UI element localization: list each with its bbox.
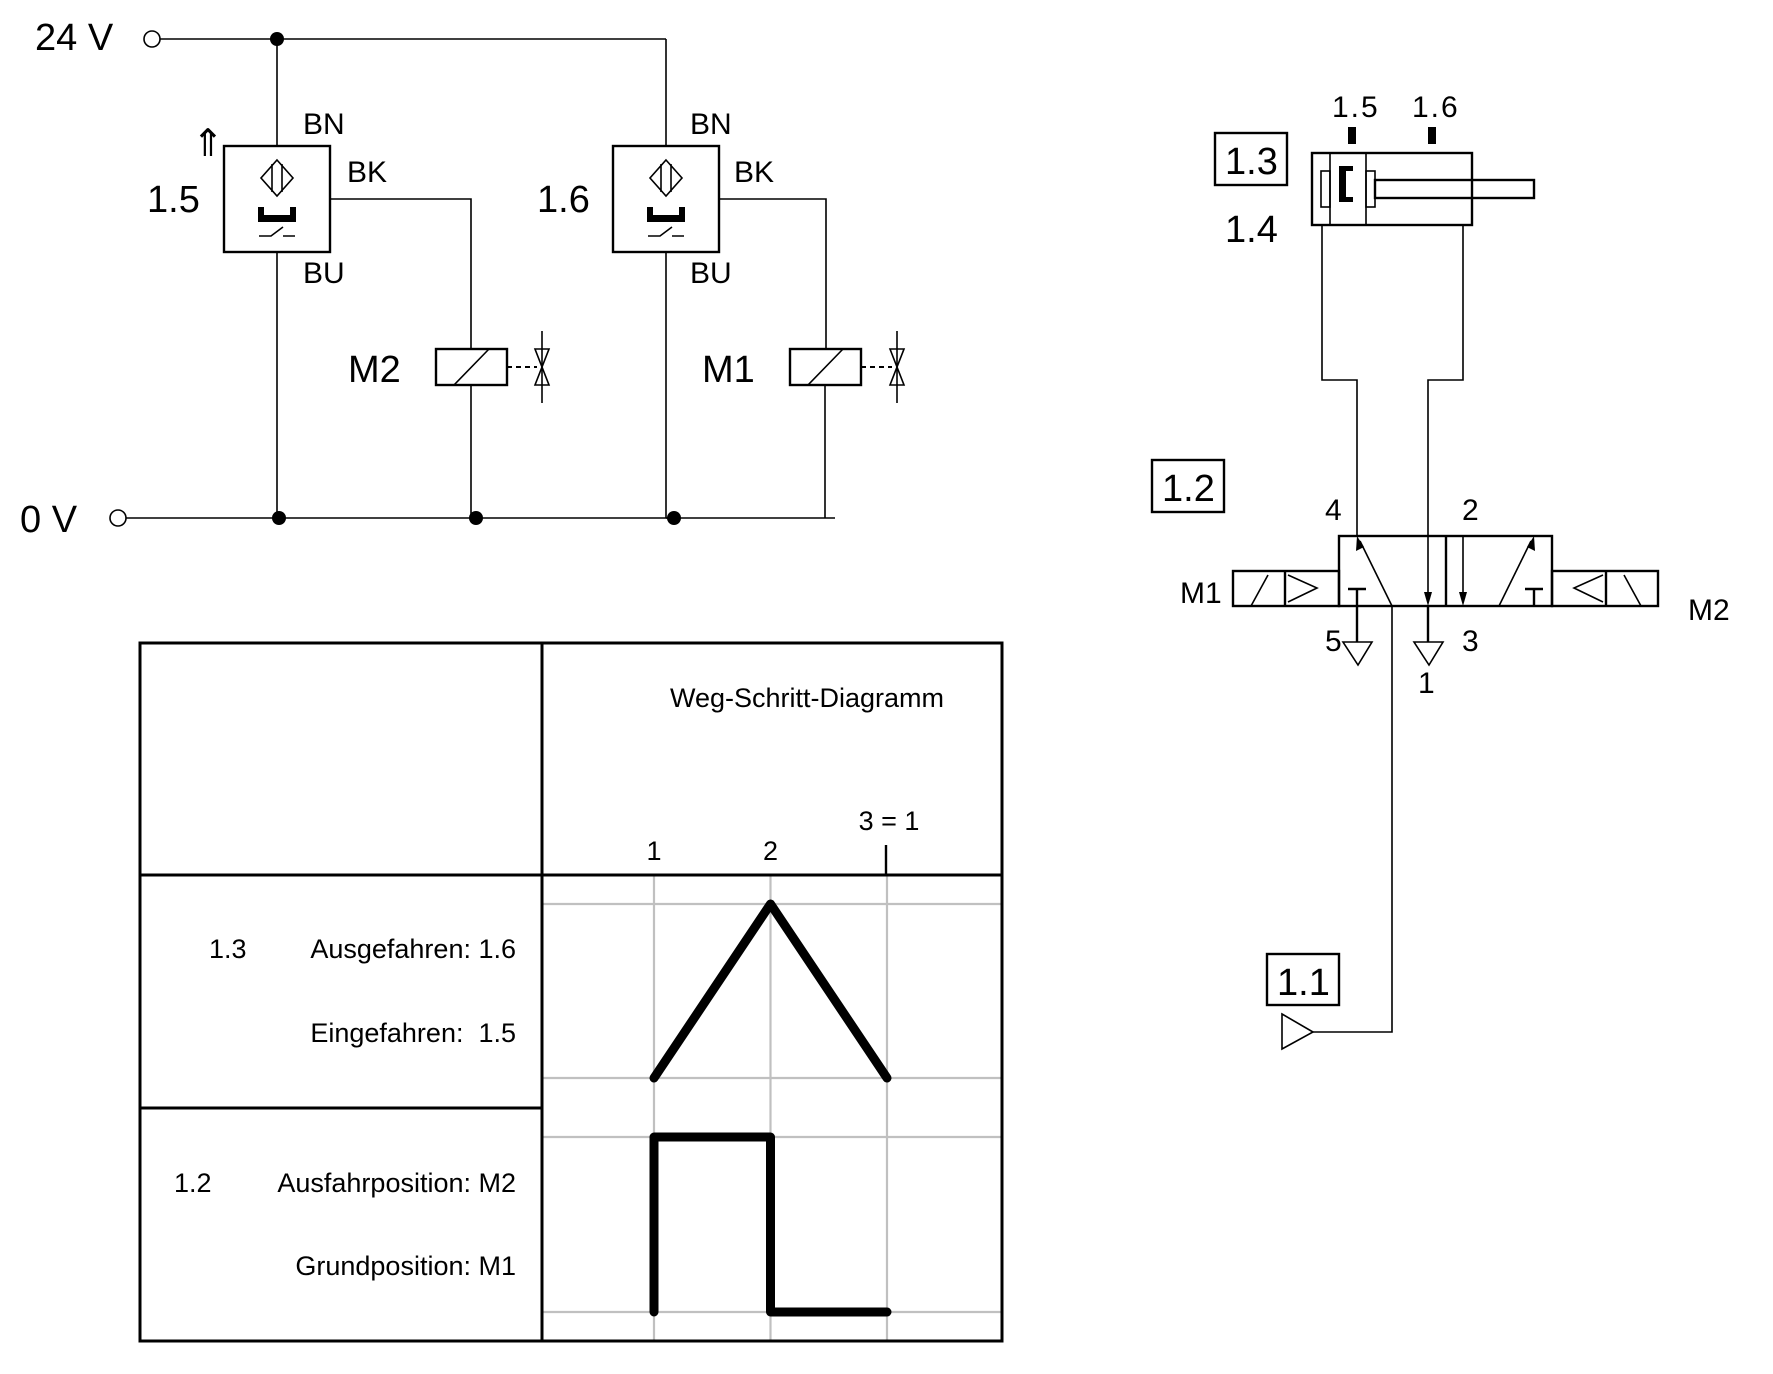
row-component-id: 1.3 [209,934,247,964]
arrow-head-icon [1527,536,1535,551]
cylinder-id-label: 1.3 [1225,141,1278,183]
port-label-1: 1 [1418,667,1435,700]
valve-symbol-icon [888,331,906,403]
solenoid-right-label: M2 [1688,594,1730,627]
cylinder-1-3[interactable]: 1.3 1.4 1.5 1.6 [1213,91,1536,251]
terminal-24v[interactable] [143,30,161,48]
pin-bu-label: BU [690,257,732,290]
pin-bn-label: BN [690,108,732,141]
sensor-id-label: 1.5 [147,179,200,221]
flow-arrow [1498,540,1532,607]
valve-1-2[interactable]: 1.2 4 2 5 3 1 M1 M2 [1150,458,1730,700]
component-id-box [1265,952,1341,1007]
sensor-position-mark [1348,127,1356,144]
diagram-title: Weg-Schritt-Diagramm [670,683,944,713]
pin-bu-label: BU [303,257,345,290]
pin-bn-label: BN [303,108,345,141]
electrical-circuit: 24 V 0 V BN BK BU 1.5 ⇑ [20,17,906,541]
row-state-top: Ausfahrposition: M2 [277,1168,516,1198]
row-component-id: 1.2 [174,1168,212,1198]
coil-label: M1 [702,349,755,391]
wire-bk [330,198,472,349]
tube-port-4 [1321,225,1358,536]
port-label-2: 2 [1462,494,1479,527]
proximity-sensor-icon [258,158,296,237]
row-state-bottom: Grundposition: M1 [295,1251,516,1281]
cylinder-barrel-icon [1310,151,1474,227]
junction-dot [272,511,286,525]
step-label: 2 [763,836,778,866]
flow-arrow [1359,540,1393,607]
supply-0v-label: 0 V [20,499,78,541]
step-label: 3 = 1 [859,806,920,836]
wire-bk [719,198,827,349]
pin-bk-label: BK [734,156,774,189]
coil-label: M2 [348,349,401,391]
coil-slash [453,348,490,386]
sensor-1-5[interactable]: BN BK BU 1.5 ⇑ [147,39,472,518]
solenoid-actuator-right[interactable]: M2 [1550,569,1730,627]
sensor-1-6[interactable]: BN BK BU 1.6 [537,108,827,519]
proximity-sensor-icon [647,158,685,237]
exhaust-icon [1341,641,1374,667]
sensor-body [222,144,332,254]
piston-rod [1373,178,1536,200]
arrow-head-icon [1459,592,1467,606]
sensor-mark-label: 1.5 [1332,91,1380,124]
coil-m1[interactable]: M1 [702,331,906,518]
arrow-head-icon [1424,592,1432,606]
port-label-5: 5 [1325,625,1342,658]
row-state-top: Ausgefahren: 1.6 [310,934,516,964]
valve-id-label: 1.2 [1162,468,1215,510]
supply-line [1313,606,1393,1033]
solenoid-left-label: M1 [1180,577,1222,610]
port-label-3: 3 [1462,625,1479,658]
port-label-4: 4 [1325,494,1342,527]
series-trace-2 [649,1132,892,1317]
pilot-triangle-icon [1287,574,1319,603]
terminal-0v[interactable] [109,509,127,527]
magnet-icon [1339,166,1353,202]
pin-bk-label: BK [347,156,387,189]
diagram-traces [649,899,892,1317]
sensor-id-label: 1.6 [537,179,590,221]
arrow-head-icon [1356,536,1364,551]
component-id-box [1213,131,1289,187]
sensor-position-mark [1428,127,1436,144]
actuated-arrow-icon: ⇑ [192,123,224,165]
source-id-label: 1.1 [1277,962,1330,1004]
step-diagram-table: Weg-Schritt-Diagramm 1 2 3 = 1 1.3 Ausgefa… [138,641,1004,1343]
tube-port-2 [1427,225,1464,536]
coil-slash [807,348,844,386]
supply-24v-label: 24 V [35,17,114,59]
step-labels: 1 2 3 = 1 [646,806,919,866]
cylinder-sub-label: 1.4 [1225,209,1278,251]
row-state-bottom: Eingefahren: 1.5 [310,1018,516,1048]
junction-dot [469,511,483,525]
pneumatic-circuit: 1.3 1.4 1.5 1.6 1.2 4 2 5 3 1 [1150,91,1730,1051]
component-id-box [1150,458,1226,514]
table-frame [138,641,1004,1343]
sensor-mark-label: 1.6 [1412,91,1460,124]
cushion [1320,170,1331,208]
exhaust-icon [1412,641,1445,667]
pressure-source-icon [1281,1012,1315,1051]
pilot-triangle-icon [1572,574,1604,603]
solenoid-icon [1250,574,1269,607]
solenoid-icon [1623,574,1642,607]
step-label: 1 [646,836,661,866]
pressure-source-1-1[interactable]: 1.1 [1265,952,1341,1051]
solenoid-actuator-left[interactable]: M1 [1180,569,1341,610]
cushion [1365,170,1376,208]
valve-symbol-icon [533,331,551,403]
sensor-body [611,144,721,254]
coil-m2[interactable]: M2 [348,331,551,518]
